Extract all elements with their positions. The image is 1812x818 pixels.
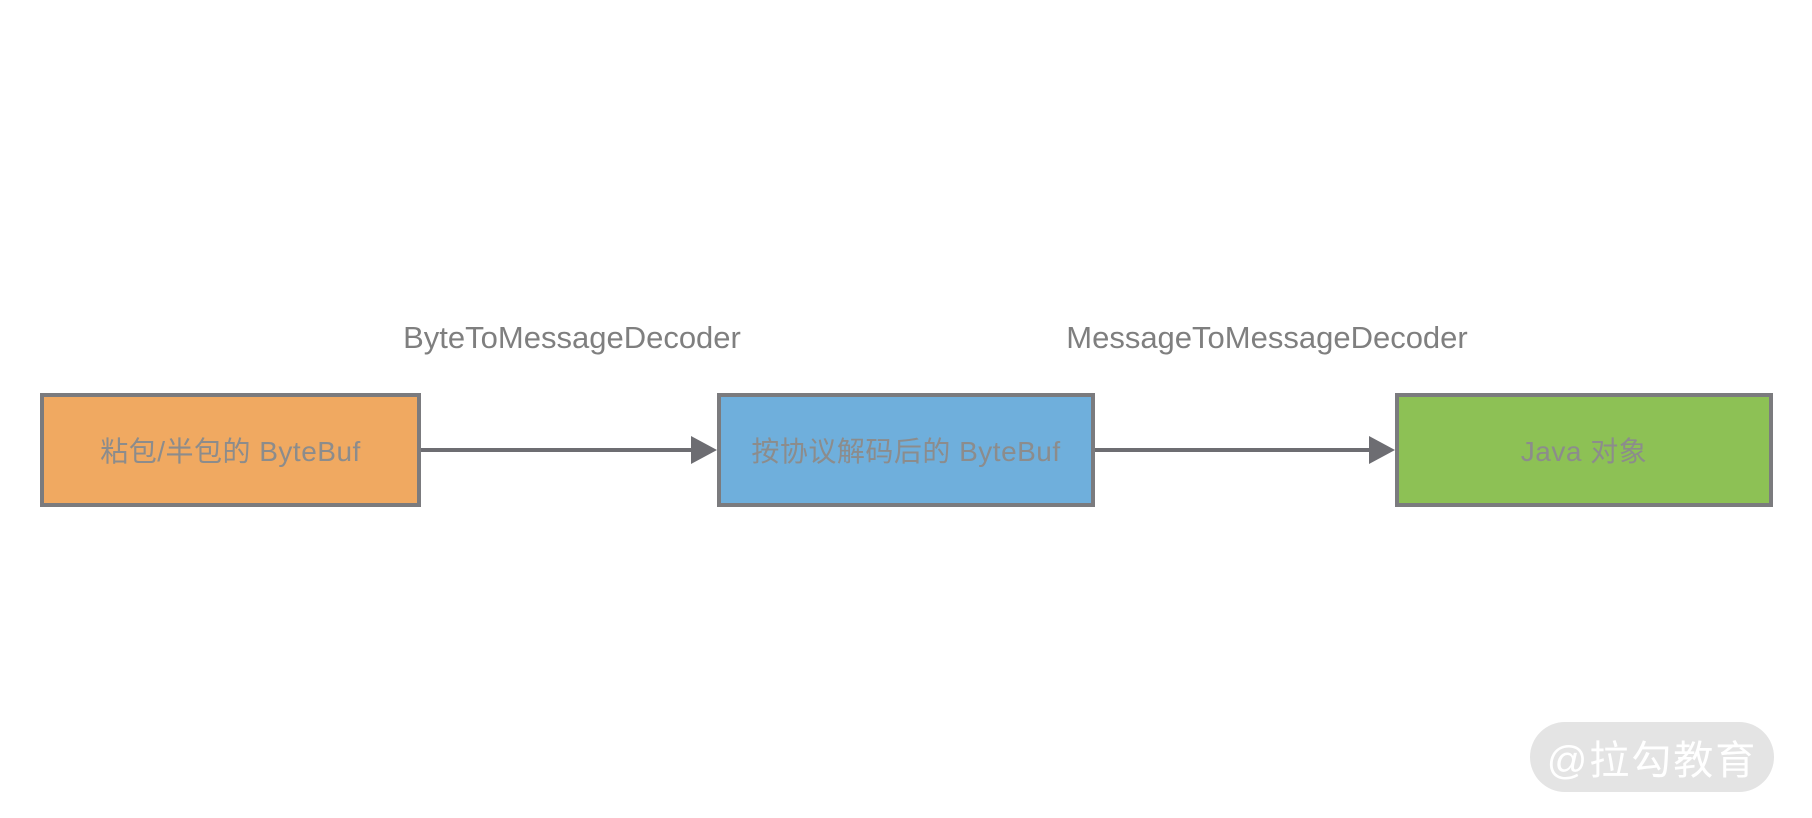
arrow-2 xyxy=(1095,435,1395,465)
edge-label-message-to-message-decoder: MessageToMessageDecoder xyxy=(1066,320,1468,355)
arrow-line xyxy=(421,448,691,452)
arrow-right-icon xyxy=(691,436,717,464)
arrow-line xyxy=(1095,448,1369,452)
arrow-right-icon xyxy=(1369,436,1395,464)
arrow-1 xyxy=(421,435,717,465)
node-sticky-half-packet-bytebuf: 粘包/半包的 ByteBuf xyxy=(40,393,421,507)
edge-label-byte-to-message-decoder: ByteToMessageDecoder xyxy=(403,320,741,355)
node-java-object: Java 对象 xyxy=(1395,393,1773,507)
node-label: 按协议解码后的 ByteBuf xyxy=(751,436,1061,467)
node-label: 粘包/半包的 ByteBuf xyxy=(100,436,361,467)
node-label: Java 对象 xyxy=(1520,436,1648,467)
node-decoded-bytebuf: 按协议解码后的 ByteBuf xyxy=(717,393,1095,507)
lagou-education-watermark: @拉勾教育 xyxy=(1530,722,1774,792)
